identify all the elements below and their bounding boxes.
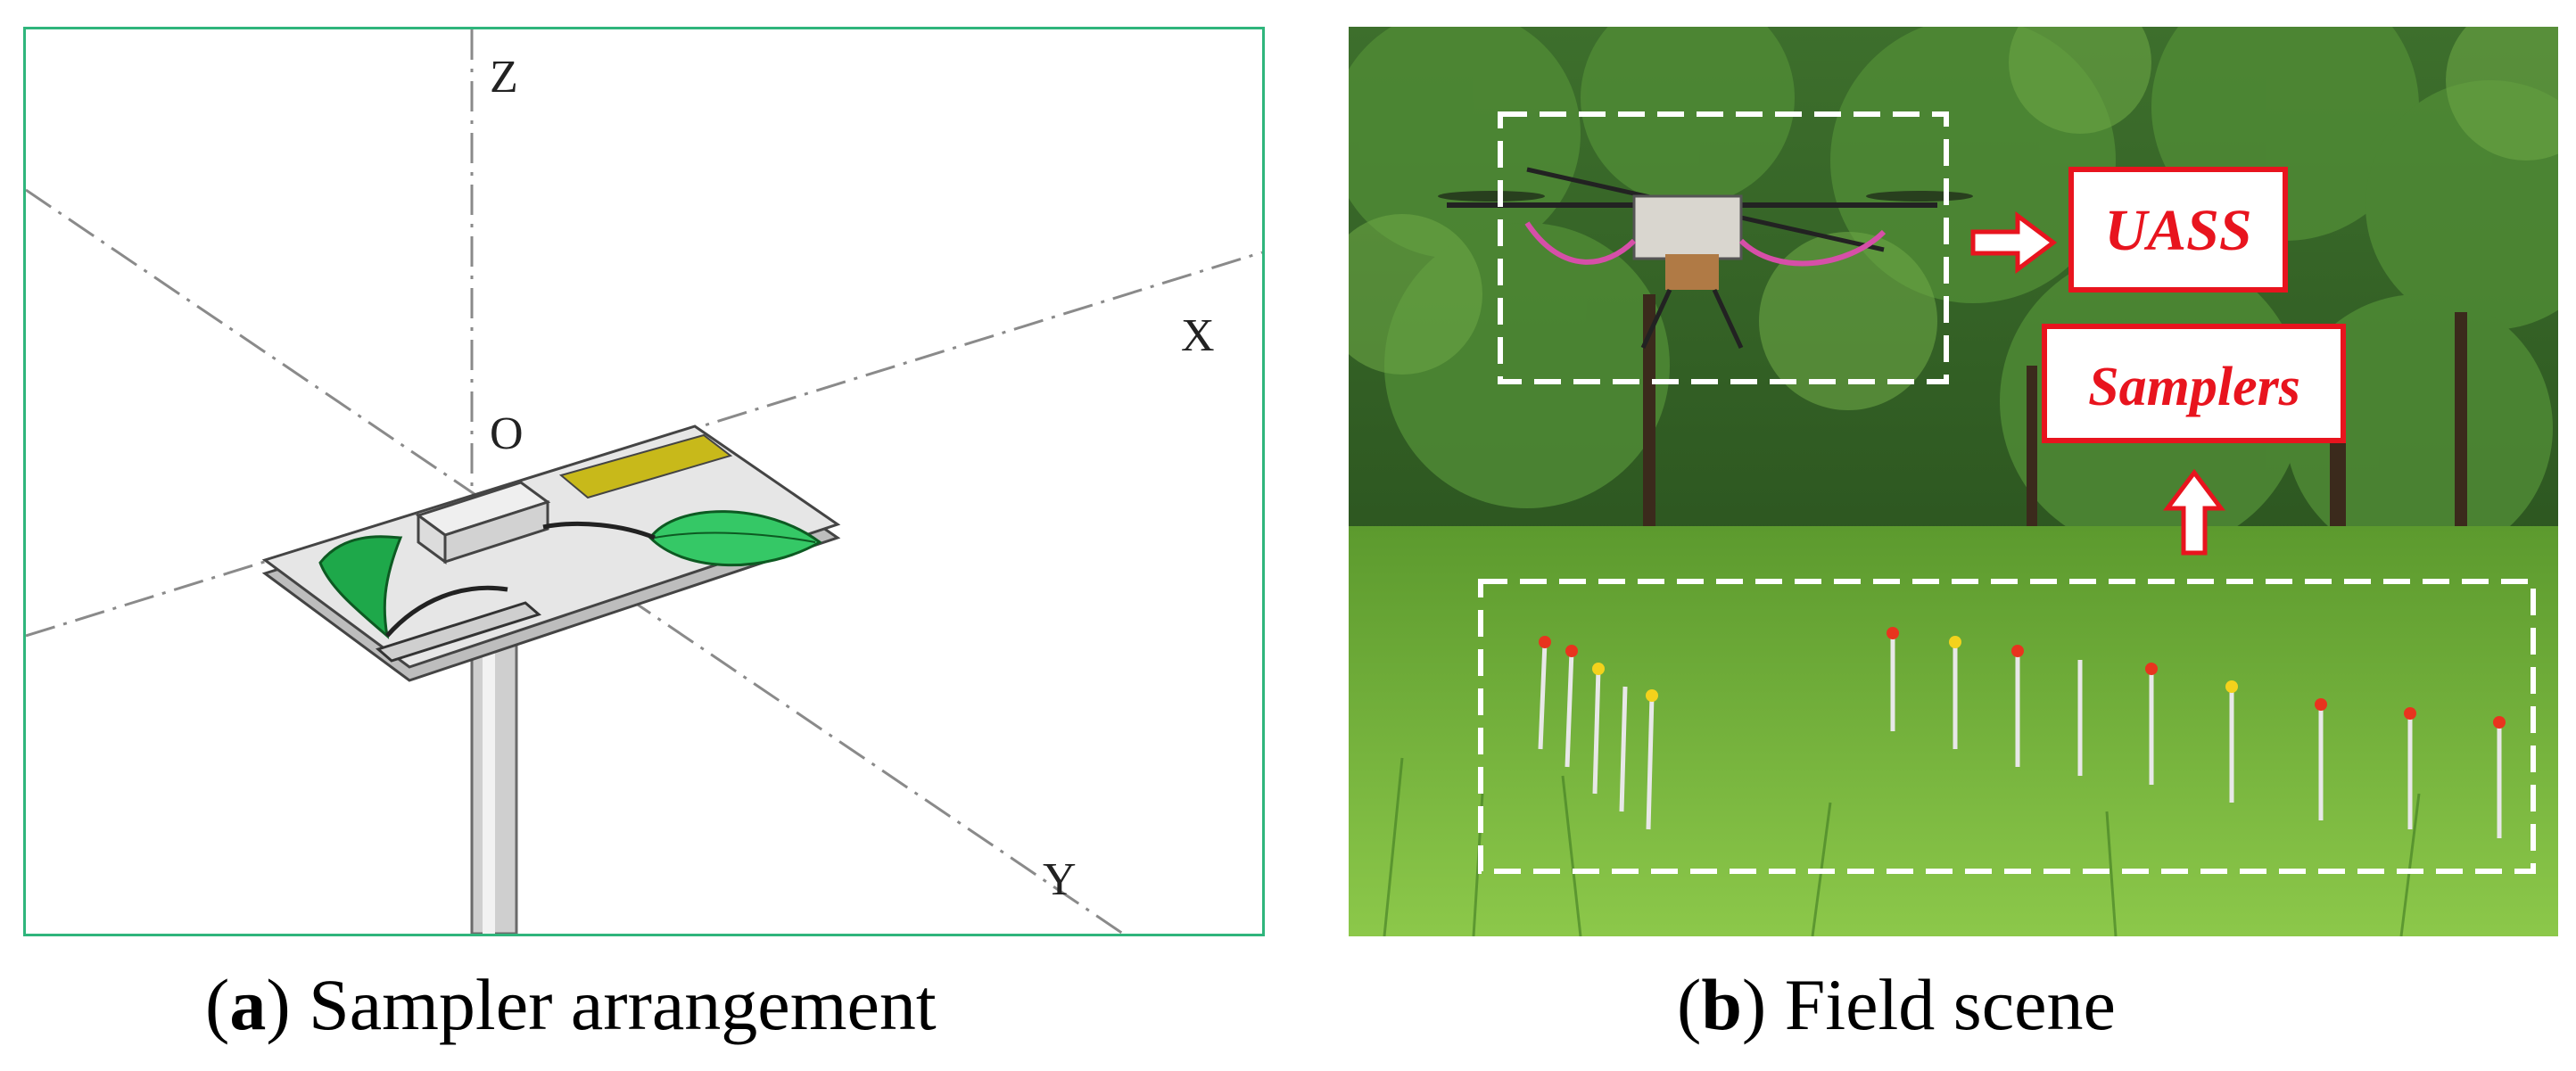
photo-canvas: UASS Samplers bbox=[1349, 27, 2558, 936]
uass-drone bbox=[1438, 167, 1973, 350]
yellow-strip bbox=[558, 433, 733, 499]
caption-b: (b) Field scene bbox=[1677, 964, 2116, 1045]
z-axis-label: Z bbox=[490, 52, 518, 103]
samplers-label-box: Samplers bbox=[2042, 324, 2346, 443]
samplers-dashed-box bbox=[1478, 579, 2536, 874]
caption-b-text: Field scene bbox=[1784, 964, 2116, 1045]
caption-a-letter: a bbox=[229, 964, 267, 1045]
uass-dashed-box bbox=[1498, 111, 1949, 384]
uass-arrow bbox=[1970, 211, 2058, 274]
caption-b-letter: b bbox=[1701, 964, 1742, 1045]
field-scene-photo: UASS Samplers bbox=[1349, 27, 2558, 936]
right-leaf-stem bbox=[542, 521, 656, 540]
diagram-canvas: Z X Y O bbox=[26, 29, 1262, 934]
left-leaf bbox=[318, 535, 403, 639]
right-leaf bbox=[648, 510, 822, 567]
caption-a-text: Sampler arrangement bbox=[309, 964, 937, 1045]
field-samplers bbox=[1538, 633, 2502, 838]
origin-label: O bbox=[490, 408, 524, 459]
left-leaf-stem bbox=[385, 585, 508, 638]
uass-label: UASS bbox=[2104, 198, 2251, 263]
y-axis-label: Y bbox=[1043, 854, 1077, 905]
sampler-arrangement-diagram: Z X Y O bbox=[23, 27, 1265, 936]
sampler-card bbox=[261, 424, 841, 682]
caption-a: (a) Sampler arrangement bbox=[205, 964, 937, 1045]
uass-label-box: UASS bbox=[2068, 167, 2288, 292]
card-slot bbox=[375, 601, 542, 663]
x-axis-label: X bbox=[1181, 310, 1215, 361]
samplers-arrow bbox=[2163, 468, 2225, 556]
samplers-label: Samplers bbox=[2088, 357, 2300, 417]
